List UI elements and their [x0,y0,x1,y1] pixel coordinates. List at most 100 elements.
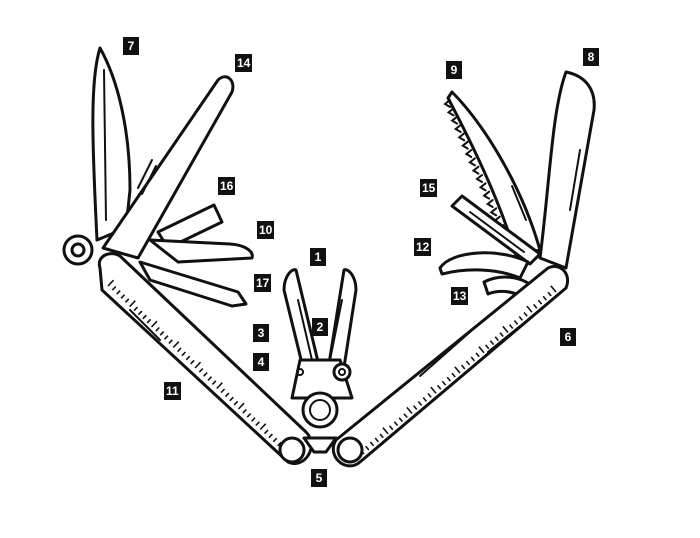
ruler-tick [233,400,239,406]
ruler-tick [494,336,500,342]
ruler-tick [379,433,384,439]
ruler-tick [526,305,533,313]
label-15: 15 [420,179,438,197]
file-14 [101,75,235,260]
saw-tooth [453,124,462,133]
ruler-tick [137,310,143,316]
label-3: 3 [253,324,269,342]
plier-pivot [301,391,339,429]
ruler-tick [146,318,152,324]
serrated-blade-8 [538,70,596,270]
lanyard-ring-hole [70,242,86,258]
blade-7 [91,46,132,242]
saw-tooth [475,174,483,183]
label-11: 11 [164,382,181,400]
label-1: 1 [310,248,326,266]
ruler-tick [168,339,173,344]
ruler-tick [181,351,186,357]
ruler-tick [124,298,130,303]
ruler-tick [242,408,247,414]
ruler-tick [107,279,115,287]
ruler-tick [237,402,245,410]
wire-cutters-2-3-4 [290,358,354,400]
label-7: 7 [123,37,139,55]
ruler-tick [484,344,490,350]
ruler-tick [518,315,524,321]
left-pivot [278,436,306,464]
ruler-tick [412,405,418,410]
ruler-tick [542,295,548,301]
ruler-tick [142,314,147,320]
saw-tooth [461,140,469,150]
ruler-tick [198,367,204,373]
saw-tooth [464,149,473,158]
ruler-tick [430,386,437,394]
right-handle-6 [331,265,569,468]
ruler-tick [264,429,269,435]
ruler-tick [499,332,504,338]
label-9: 9 [446,61,462,79]
ruler-tick [406,406,413,415]
ruler-tick [250,417,256,422]
saw-tooth [489,207,498,217]
ruler-tick [259,423,267,431]
ruler-tick [513,320,519,325]
ruler-tick [441,380,447,386]
ruler-tick [417,401,423,406]
ruler-tick [547,291,552,297]
ruler-tick [133,306,139,312]
ruler-tick [185,355,191,361]
ruler-tick [272,437,278,443]
saw-tooth [446,107,455,117]
ruler-tick [177,347,182,353]
saw-tooth [482,190,491,200]
ruler-tick [478,346,485,354]
label-2: 2 [312,318,328,336]
ruler-tick [203,372,208,377]
ruler-tick [388,425,394,431]
left-handle-11 [97,252,313,466]
ruler-tick [422,396,428,402]
ruler-tick [537,299,543,305]
ruler-tick [470,356,476,362]
saw-tooth [450,115,459,125]
ruler-tick [268,433,273,439]
ruler-tick [111,285,117,291]
ruler-tick [393,421,399,427]
right-pivot [336,436,364,464]
hinge-5 [302,436,338,454]
ruler-tick [382,427,389,435]
ruler-tick [224,392,230,398]
ruler-tick [190,359,195,365]
ruler-tick [216,382,223,390]
opener-10 [148,238,254,264]
bit-driver-15 [450,194,542,266]
ruler-tick [155,326,160,332]
saw-tooth [485,199,494,208]
ruler-tick [465,360,471,366]
ruler-tick [532,303,538,309]
ruler-tick [460,364,466,370]
opener-12 [438,251,530,280]
saw-tooth [457,132,466,142]
tool-17 [138,260,248,308]
ruler-tick [436,384,442,390]
ruler-tick [451,372,456,378]
ruler-tick [369,441,375,447]
ruler-tick [172,341,180,349]
ruler-tick [229,396,234,402]
label-8: 8 [583,48,599,66]
ruler-tick [116,290,121,295]
ruler-tick [194,361,202,369]
ruler-tick [523,311,528,317]
ruler-tick [508,324,514,329]
ruler-tick [255,421,260,426]
ruler-tick [454,366,461,374]
ruler-tick [207,376,213,381]
ruler-tick [129,300,136,308]
ruler-tick [403,413,408,419]
ruler-tick [489,340,495,346]
label-14: 14 [235,54,253,72]
